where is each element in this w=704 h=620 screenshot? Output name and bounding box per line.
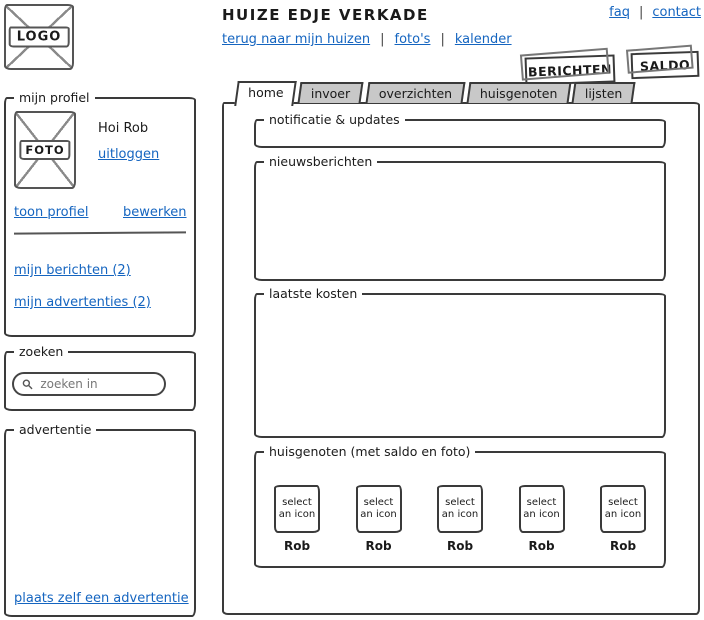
advertisement-panel: advertentie plaats zelf een advertentie: [4, 422, 196, 617]
tab-invoer[interactable]: invoer: [297, 82, 365, 103]
main-panel: notificatie & updates nieuwsberichten la…: [222, 102, 700, 615]
icon-placeholder-label: select an icon: [278, 497, 316, 520]
housemate-name: Rob: [365, 539, 392, 553]
icon-placeholder-label: select an icon: [523, 497, 560, 520]
main-nav: terug naar mijn huizen | foto's | kalend…: [222, 32, 512, 47]
profile-photo: FOTO: [14, 111, 76, 189]
housemate: select an icon Rob: [517, 485, 567, 553]
tab-lijsten-label: lijsten: [585, 86, 623, 101]
notifications-legend: notificatie & updates: [264, 112, 405, 127]
faq-link[interactable]: faq: [609, 5, 630, 20]
logout-link[interactable]: uitloggen: [98, 147, 160, 162]
contact-link[interactable]: contact: [652, 5, 701, 20]
photos-link[interactable]: foto's: [394, 32, 431, 47]
icon-placeholder-label: select an icon: [604, 497, 642, 520]
logo-image: LOGO: [4, 4, 74, 70]
news-legend: nieuwsberichten: [264, 154, 378, 169]
tab-huisgenoten-label: huisgenoten: [479, 86, 558, 101]
tab-invoer-label: invoer: [311, 86, 351, 101]
photo-label: FOTO: [19, 140, 71, 160]
tab-bar: home invoer overzichten huisgenoten lijs…: [234, 81, 637, 106]
housemates-row: select an icon Rob select an icon Rob se…: [256, 453, 664, 553]
profile-legend: mijn profiel: [14, 90, 95, 105]
profile-panel: mijn profiel FOTO Hoi Rob uitloggen toon…: [4, 90, 196, 337]
berichten-button[interactable]: BERICHTEN: [524, 54, 616, 86]
housemate-name: Rob: [446, 539, 474, 553]
housemate-name: Rob: [528, 539, 555, 553]
icon-placeholder[interactable]: select an icon: [437, 485, 483, 533]
search-icon: [22, 379, 33, 389]
edit-profile-link[interactable]: bewerken: [123, 205, 187, 220]
icon-placeholder-label: select an icon: [360, 497, 397, 520]
separator: |: [638, 5, 644, 20]
tab-lijsten[interactable]: lijsten: [572, 82, 637, 103]
housemates-section: huisgenoten (met saldo en foto) select a…: [254, 444, 666, 568]
housemate: select an icon Rob: [435, 485, 485, 553]
tab-huisgenoten[interactable]: huisgenoten: [466, 82, 571, 103]
icon-placeholder[interactable]: select an icon: [518, 485, 565, 533]
notifications-section: notificatie & updates: [254, 112, 666, 148]
icon-placeholder[interactable]: select an icon: [274, 485, 320, 533]
housemate-name: Rob: [283, 539, 311, 553]
search-box[interactable]: [12, 372, 166, 396]
icon-placeholder-label: select an icon: [441, 497, 479, 520]
tab-home-label: home: [248, 85, 284, 100]
tab-overzichten-label: overzichten: [378, 86, 452, 101]
top-links: faq | contact: [609, 5, 701, 20]
icon-placeholder[interactable]: select an icon: [355, 485, 402, 533]
saldo-label: SALDO: [639, 56, 691, 74]
calendar-link[interactable]: kalender: [454, 32, 512, 47]
search-input[interactable]: [38, 376, 156, 392]
housemates-legend: huisgenoten (met saldo en foto): [264, 444, 476, 459]
search-panel: zoeken: [4, 344, 196, 411]
berichten-label: BERICHTEN: [527, 61, 613, 79]
housemate: select an icon Rob: [598, 485, 648, 553]
tab-home[interactable]: home: [234, 81, 298, 106]
place-ad-link[interactable]: plaats zelf een advertentie: [14, 591, 189, 606]
costs-section: laatste kosten: [254, 286, 666, 438]
separator: |: [440, 32, 445, 47]
back-to-houses-link[interactable]: terug naar mijn huizen: [222, 32, 371, 47]
icon-placeholder[interactable]: select an icon: [600, 485, 646, 533]
housemate-name: Rob: [609, 539, 637, 553]
search-legend: zoeken: [14, 344, 69, 359]
ad-legend: advertentie: [14, 422, 97, 437]
page-title: HUIZE EDJE VERKADE: [222, 6, 429, 24]
my-ads-link[interactable]: mijn advertenties (2): [14, 295, 151, 310]
saldo-button[interactable]: SALDO: [630, 50, 700, 80]
greeting-text: Hoi Rob: [98, 121, 149, 136]
news-section: nieuwsberichten: [254, 154, 666, 281]
view-profile-link[interactable]: toon profiel: [14, 205, 89, 220]
costs-legend: laatste kosten: [264, 286, 363, 301]
divider: [13, 231, 187, 235]
housemate: select an icon Rob: [272, 485, 322, 553]
logo-label: LOGO: [8, 26, 70, 48]
separator: |: [380, 32, 385, 47]
housemate: select an icon Rob: [354, 485, 404, 553]
my-messages-link[interactable]: mijn berichten (2): [14, 263, 131, 278]
tab-overzichten[interactable]: overzichten: [365, 82, 466, 103]
